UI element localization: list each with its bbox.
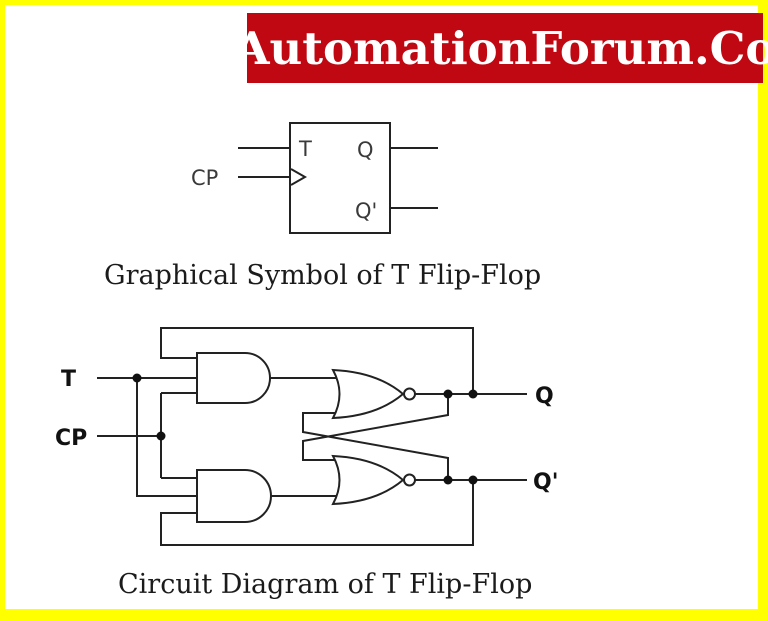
q-feedback-top-rail <box>160 327 474 394</box>
symbol-caption: Graphical Symbol of T Flip-Flop <box>104 260 542 291</box>
circuit-q-bar-label: Q' <box>533 470 558 495</box>
nor-gate-top-bubble-icon <box>403 387 416 401</box>
symbol-q-bar-label: Q' <box>355 199 377 223</box>
site-banner-title: AutomationForum.Co <box>234 21 768 75</box>
q-bar-junction-dot-2 <box>468 475 478 485</box>
nor-gate-bottom-bubble-icon <box>403 473 416 487</box>
and-gate-top <box>196 352 271 404</box>
and-gate-bottom <box>196 469 272 523</box>
cp-junction-dot <box>156 431 166 441</box>
q-bar-cross-coupling-wire <box>302 412 449 480</box>
t-junction-dot <box>132 373 142 383</box>
t-flipflop-symbol-diagram: T Q Q' CP <box>191 122 438 234</box>
circuit-gates <box>196 352 416 523</box>
clock-wedge-icon <box>290 168 308 186</box>
flipflop-symbol-wires <box>238 147 438 209</box>
t-branch-wire <box>136 378 197 497</box>
flipflop-body-box <box>289 122 391 234</box>
q-junction-dot-2 <box>468 389 478 399</box>
circuit-cp-label: CP <box>55 426 87 451</box>
q-bar-junction-dot-1 <box>443 475 453 485</box>
site-banner: AutomationForum.Co <box>235 13 768 83</box>
nor-gate-top <box>331 368 405 420</box>
symbol-t-label: T <box>298 137 312 161</box>
circuit-t-label: T <box>61 367 76 392</box>
symbol-cp-label: CP <box>191 166 218 190</box>
circuit-junctions <box>132 373 478 485</box>
q-junction-dot-1 <box>443 389 453 399</box>
circuit-wires <box>97 327 527 546</box>
symbol-q-label: Q <box>357 138 374 162</box>
circuit-q-label: Q <box>535 384 554 409</box>
q-cross-coupling-wire <box>302 394 449 461</box>
q-bar-feedback-bottom-rail <box>160 480 474 546</box>
t-flipflop-circuit-diagram: T CP Q Q' <box>55 327 558 546</box>
content-area: AutomationForum.Co T Q Q' CP Graphical S… <box>5 5 768 609</box>
circuit-caption: Circuit Diagram of T Flip-Flop <box>118 569 533 600</box>
nor-gate-bottom <box>331 454 405 506</box>
